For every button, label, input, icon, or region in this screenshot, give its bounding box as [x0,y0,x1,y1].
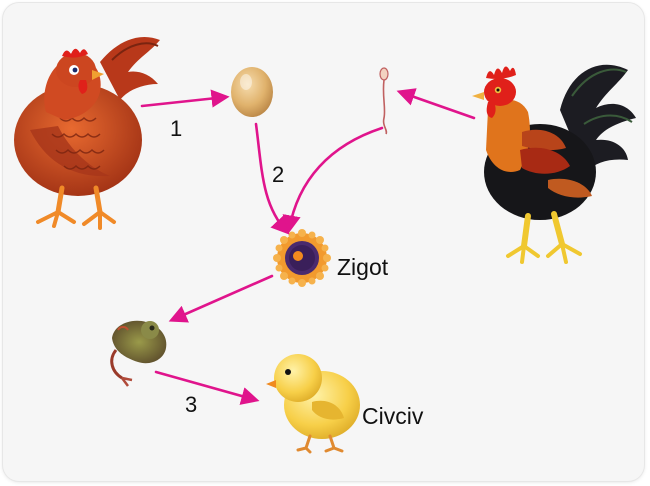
rooster-icon [472,64,636,264]
arrow-sperm-to-zygote [282,126,384,234]
zygote-label: Zigot [337,254,389,280]
zygote-icon [273,229,331,287]
egg-icon [231,67,273,117]
chick-label: Civciv [362,403,424,429]
arrow-embryo-to-chick [154,370,260,405]
step-2-label: 2 [272,162,284,187]
arrow-rooster-to-sperm [396,88,476,120]
step-3-label: 3 [185,392,197,417]
step-1-label: 1 [170,116,182,141]
arrow-hen-to-egg [140,89,230,108]
chick-icon [266,354,360,454]
arrow-egg-to-zygote [254,122,290,235]
hen-icon [14,36,160,230]
embryo-icon [110,320,167,387]
arrow-zygote-to-embryo [168,274,274,323]
sperm-icon [379,67,389,135]
